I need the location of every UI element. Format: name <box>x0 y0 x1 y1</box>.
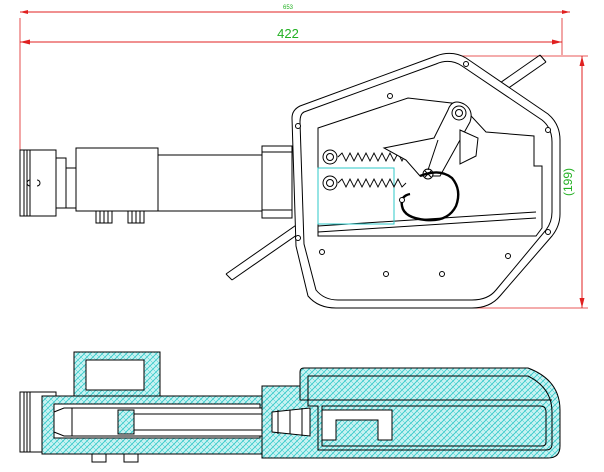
wire-loop <box>399 171 460 222</box>
section-view <box>19 351 561 463</box>
section-shaft <box>53 407 273 437</box>
dimension-overall-label: 653 <box>283 5 294 11</box>
lever-arm <box>382 101 479 180</box>
dimension-overall: 653 <box>20 5 570 14</box>
dimension-body-length: 422 <box>19 18 563 150</box>
highlight-region <box>317 167 395 225</box>
section-handle-body <box>41 351 269 455</box>
spring-anchors <box>322 149 338 191</box>
section-bottom-nuts <box>91 453 139 463</box>
mounting-holes <box>295 61 551 277</box>
dimension-height-label: (199) <box>561 168 575 196</box>
top-view <box>19 52 561 309</box>
mounting-nuts <box>95 210 145 224</box>
dimension-body-length-label: 422 <box>277 26 299 41</box>
section-housing <box>261 367 561 459</box>
dimension-height: (199) <box>462 55 588 309</box>
handle-end-cap <box>19 149 67 217</box>
handle-tube <box>65 145 293 219</box>
